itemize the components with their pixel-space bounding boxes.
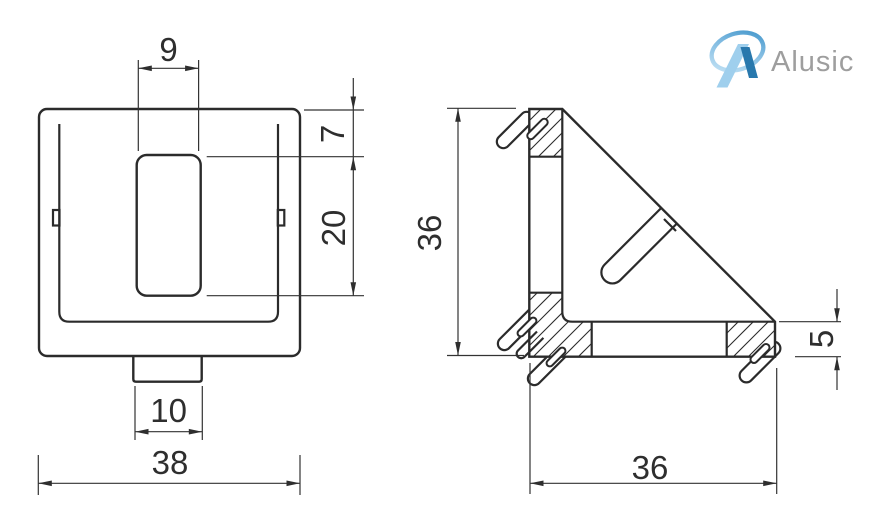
- front-center-slot: [135, 153, 202, 297]
- side-view: [495, 107, 782, 387]
- dim-label-side-overall-width: 36: [632, 449, 669, 486]
- dim-label-tab-width: 10: [150, 392, 187, 429]
- alusic-logo: Alusic: [709, 30, 854, 88]
- side-top-claw-slot: [526, 117, 549, 141]
- dim-label-overall-width: 38: [152, 444, 189, 481]
- side-claw-slot-a: [516, 316, 538, 338]
- front-left-nub: [51, 208, 61, 227]
- side-dimensions: 36 36 5: [411, 107, 841, 494]
- dim-label-slot-width: 9: [159, 31, 177, 68]
- dim-label-overall-height: 36: [411, 215, 448, 252]
- dim-label-slot-height: 20: [315, 210, 352, 247]
- logo-a-light-stroke-icon: [716, 44, 749, 88]
- front-bottom-tab: [132, 356, 203, 383]
- logo-swoosh-icon: [709, 30, 766, 73]
- side-claw-notch: [515, 330, 545, 360]
- front-right-nub: [276, 208, 286, 227]
- dim-label-flange-thickness: 5: [803, 330, 840, 348]
- logo-wordmark: Alusic: [771, 46, 854, 78]
- front-outer-body: [37, 107, 302, 358]
- front-view: [37, 107, 302, 383]
- side-right-claw-slot: [749, 342, 771, 365]
- front-dimensions: 9 7 20 10 38: [37, 31, 364, 495]
- side-claw-slot-b: [545, 346, 567, 368]
- logo-a-dark-stroke-icon: [740, 47, 758, 78]
- dim-label-slot-top-offset: 7: [314, 125, 351, 143]
- side-inner-corner-edge: [561, 109, 775, 323]
- side-web-slot: [600, 207, 678, 285]
- front-inner-contour: [58, 124, 280, 323]
